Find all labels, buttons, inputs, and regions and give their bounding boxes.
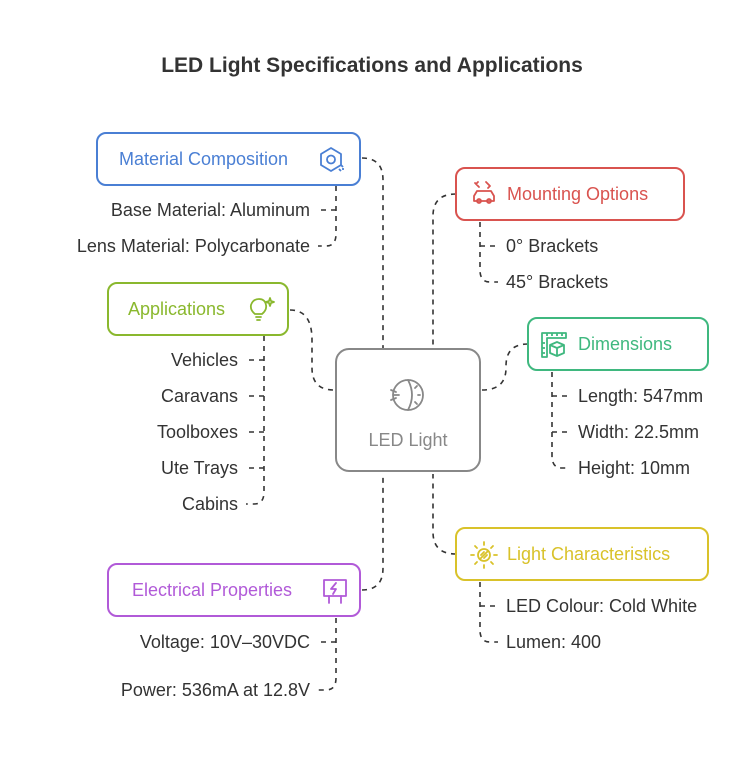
- material-composition-label: Material Composition: [119, 148, 289, 169]
- sun-icon: [470, 541, 498, 569]
- applications-node: Applications: [107, 282, 289, 336]
- car-tools-icon: [473, 181, 495, 204]
- electrical-item: Voltage: 10V–30VDC: [139, 632, 310, 652]
- mounting-item: 45° Brackets: [506, 272, 609, 292]
- connector-applications-items: [246, 336, 265, 505]
- connector-electrical-items: [318, 618, 337, 691]
- mounting-options-label: Mounting Options: [507, 183, 649, 204]
- applications-item: Toolboxes: [156, 422, 238, 442]
- applications-item: Caravans: [160, 386, 238, 406]
- connector-dimensions-items: [551, 372, 570, 469]
- connector-light: [432, 474, 457, 555]
- connector-light-items: [479, 582, 498, 643]
- light-characteristics-label: Light Characteristics: [507, 543, 671, 564]
- dimensions-item: Length: 547mm: [578, 386, 704, 406]
- material-composition-node: Material Composition: [96, 132, 361, 186]
- applications-label: Applications: [128, 298, 226, 319]
- light-characteristics-node: Light Characteristics: [455, 527, 709, 581]
- ruler-cube-icon: [541, 332, 567, 358]
- hexagon-gear-icon: [320, 147, 344, 172]
- applications-item: Vehicles: [170, 350, 238, 370]
- light-item: Lumen: 400: [506, 632, 602, 652]
- connector-material: [361, 157, 384, 348]
- material-item: Base Material: Aluminum: [110, 200, 310, 220]
- applications-item: Cabins: [181, 494, 238, 514]
- connector-applications: [289, 309, 335, 391]
- connector-material-items: [318, 186, 337, 247]
- light-item: LED Colour: Cold White: [506, 596, 698, 616]
- dimensions-node: Dimensions: [527, 317, 709, 371]
- applications-item: Ute Trays: [160, 458, 238, 478]
- dimensions-item: Height: 10mm: [578, 458, 691, 478]
- power-plug-icon: [323, 579, 347, 604]
- led-light-icon: [390, 379, 424, 411]
- electrical-properties-node: Electrical Properties: [107, 563, 361, 617]
- dimensions-label: Dimensions: [578, 333, 673, 354]
- connector-dimensions: [481, 343, 529, 391]
- material-item: Lens Material: Polycarbonate: [76, 236, 310, 256]
- electrical-properties-label: Electrical Properties: [132, 579, 293, 600]
- mounting-item: 0° Brackets: [506, 236, 599, 256]
- electrical-item: Power: 536mA at 12.8V: [120, 680, 310, 700]
- dimensions-item: Width: 22.5mm: [578, 422, 700, 442]
- connector-electrical: [361, 474, 384, 591]
- diagram-title: LED Light Specifications and Application…: [161, 54, 583, 77]
- connector-mounting-items: [479, 222, 498, 283]
- mounting-options-node: Mounting Options: [455, 167, 685, 221]
- connector-mounting: [432, 193, 457, 348]
- lightbulb-sparkle-icon: [249, 297, 275, 321]
- center-node: LED Light: [335, 348, 481, 472]
- center-label: LED Light: [368, 430, 448, 450]
